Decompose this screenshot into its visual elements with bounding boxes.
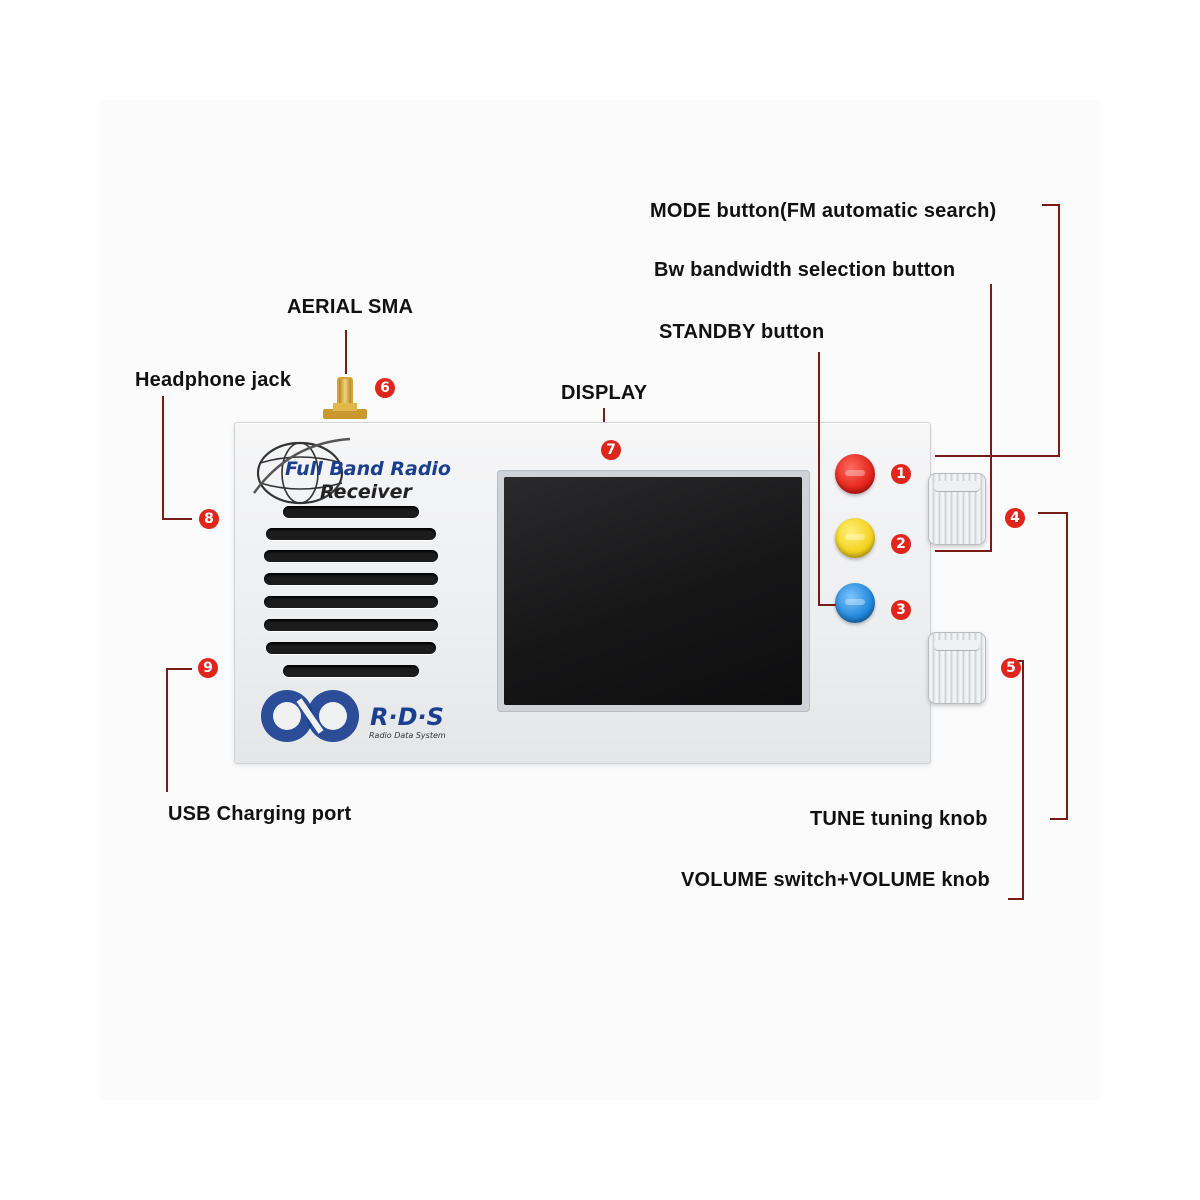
mode-button-label: MODE button(FM automatic search) (650, 200, 997, 222)
volume-knob[interactable] (928, 632, 986, 704)
leader-line (166, 668, 168, 792)
speaker-grille-slot (283, 665, 419, 677)
leader-line (166, 668, 192, 670)
speaker-grille-slot (266, 528, 436, 540)
badge-7: 7 (601, 440, 621, 460)
badge-9: 9 (198, 658, 218, 678)
bw-button[interactable] (835, 518, 875, 558)
badge-5: 5 (1001, 658, 1021, 678)
usb-charging-port-label: USB Charging port (168, 803, 352, 825)
leader-line (1058, 204, 1060, 457)
aerial-sma-connector (323, 377, 367, 419)
badge-4: 4 (1005, 508, 1025, 528)
speaker-grille-slot (264, 550, 438, 562)
badge-8: 8 (199, 509, 219, 529)
logo-line-2: Receiver (320, 481, 412, 503)
badge-1: 1 (891, 464, 911, 484)
badge-6: 6 (375, 378, 395, 398)
standby-button[interactable] (835, 583, 875, 623)
leader-line (1066, 512, 1068, 820)
tune-knob[interactable] (928, 473, 986, 545)
leader-line (990, 284, 992, 552)
leader-line (1042, 204, 1060, 206)
rds-infinity-logo-icon (261, 690, 359, 742)
leader-line (1022, 660, 1024, 900)
leader-line (818, 604, 836, 606)
leader-line (162, 396, 164, 520)
rds-subtext: Radio Data System (369, 731, 446, 740)
leader-line (162, 518, 192, 520)
speaker-grille-slot (264, 619, 438, 631)
volume-knob-label: VOLUME switch+VOLUME knob (681, 869, 990, 891)
tune-knob-label: TUNE tuning knob (810, 808, 988, 830)
speaker-grille-slot (283, 506, 419, 518)
leader-line (603, 408, 605, 422)
display-label: DISPLAY (561, 382, 648, 404)
leader-line (935, 455, 1060, 457)
leader-line (935, 550, 992, 552)
logo-line-1: Full Band Radio (285, 458, 451, 480)
leader-line (1050, 818, 1068, 820)
leader-line (818, 352, 820, 606)
headphone-jack-label: Headphone jack (135, 369, 292, 391)
standby-button-label: STANDBY button (659, 321, 825, 343)
leader-line (1038, 512, 1068, 514)
speaker-grille-slot (264, 573, 438, 585)
badge-3: 3 (891, 600, 911, 620)
rds-text: R·D·S (370, 703, 444, 731)
bw-button-label: Bw bandwidth selection button (654, 259, 956, 281)
speaker-grille-slot (264, 596, 438, 608)
speaker-grille-slot (266, 642, 436, 654)
mode-button[interactable] (835, 454, 875, 494)
badge-2: 2 (891, 534, 911, 554)
leader-line (1008, 898, 1024, 900)
aerial-sma-label: AERIAL SMA (287, 296, 414, 318)
leader-line (345, 330, 347, 374)
globe-logo-icon (253, 437, 351, 505)
display-screen (504, 477, 802, 705)
